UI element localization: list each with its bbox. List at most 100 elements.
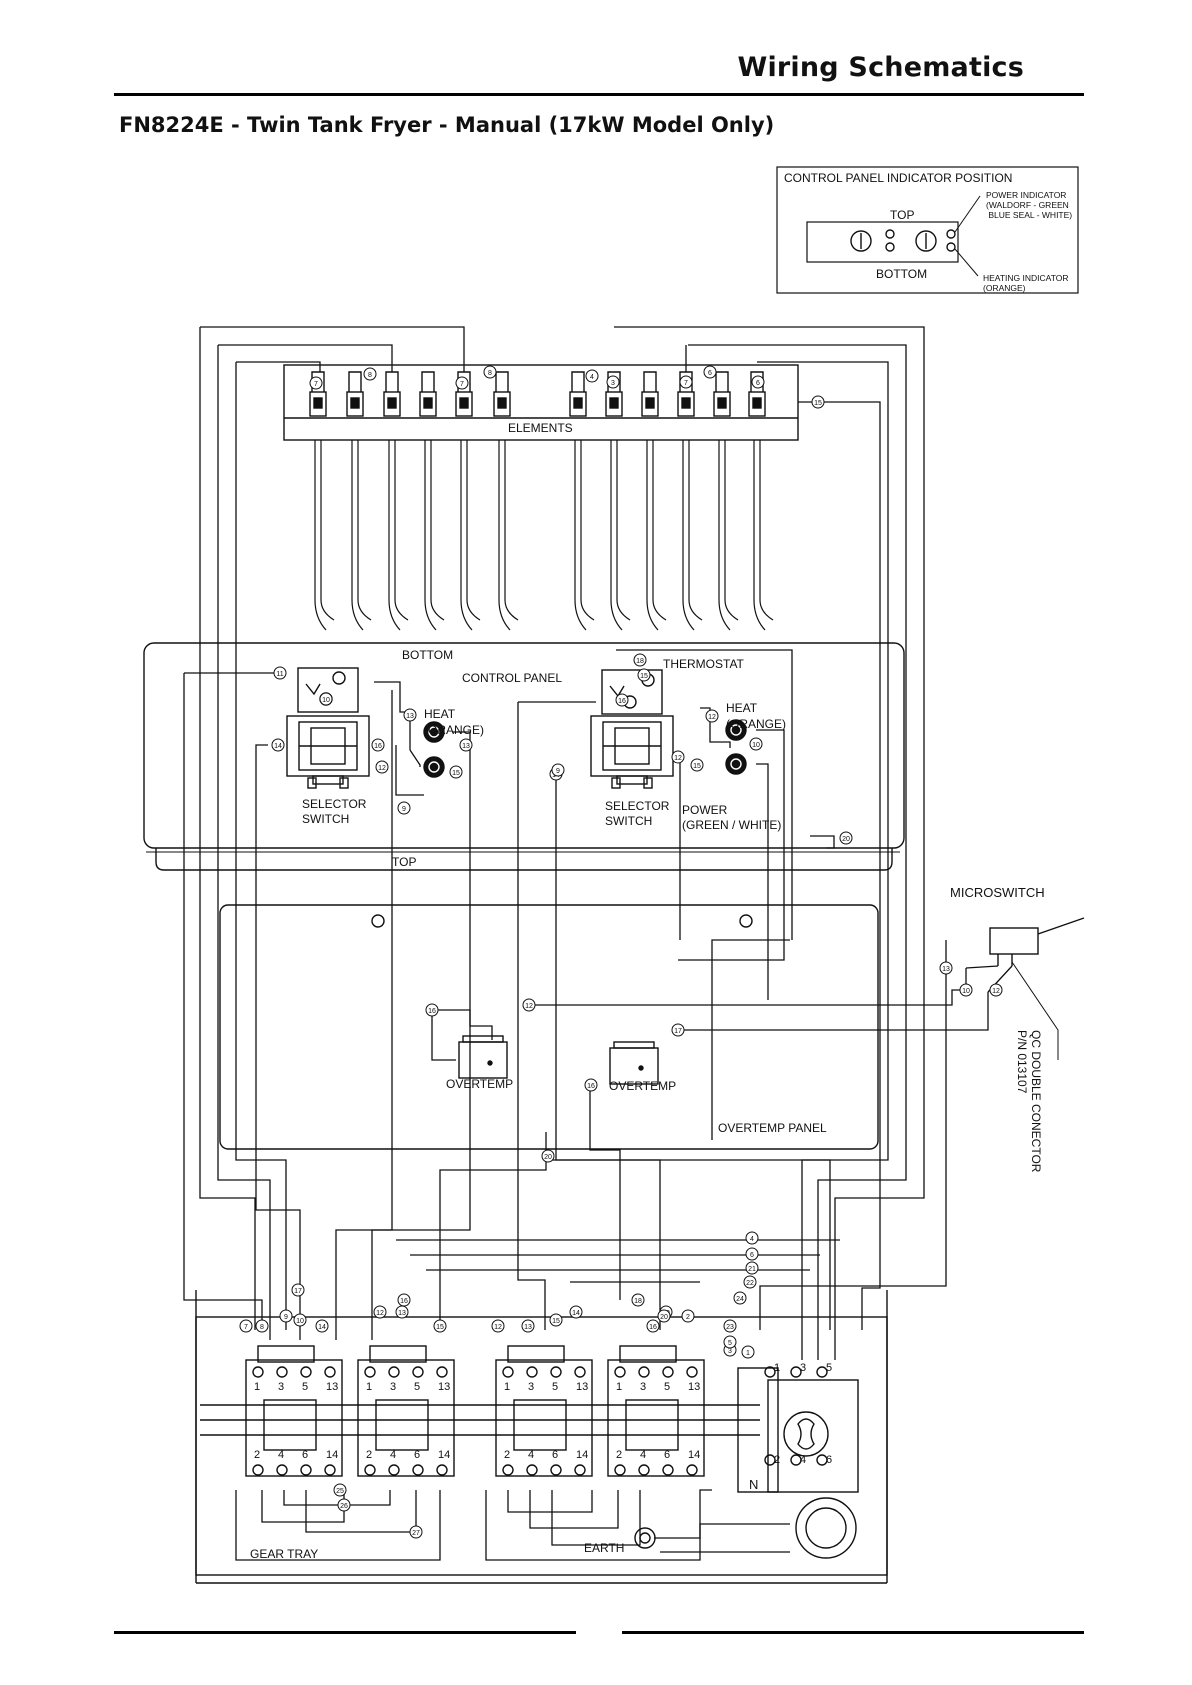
terminal-screw-icon <box>790 1454 802 1466</box>
contactor-bottom-terminal-label: 14 <box>576 1449 588 1461</box>
element-cable <box>351 440 364 631</box>
svg-text:14: 14 <box>318 1324 326 1331</box>
contactor-bottom-terminal-label: 6 <box>302 1449 308 1461</box>
contactor-top-terminal-label: 13 <box>688 1381 700 1393</box>
terminal-screw-icon <box>816 1366 828 1378</box>
wire-number-marker: 13 <box>521 1319 535 1333</box>
element-terminal <box>419 391 437 417</box>
contactor-bottom-terminal-label: 2 <box>366 1449 372 1461</box>
svg-text:20: 20 <box>842 836 850 843</box>
overtemp-right-label: OVERTEMP <box>609 1079 676 1093</box>
wire-number-marker: 20 <box>839 831 853 845</box>
power-lamp-icon <box>725 753 747 775</box>
svg-text:13: 13 <box>524 1324 532 1331</box>
contactor-bottom-terminal-label: 14 <box>326 1449 338 1461</box>
wire-number-marker: 15 <box>811 395 825 409</box>
document-title: FN8224E - Twin Tank Fryer - Manual (17kW… <box>119 113 775 137</box>
element-cable <box>616 440 631 621</box>
svg-text:16: 16 <box>618 698 626 705</box>
terminal-screw-icon <box>686 1366 698 1378</box>
isolator-top-terminal-label: 5 <box>826 1362 832 1374</box>
wire-number-marker: 15 <box>549 1313 563 1327</box>
contactor-bottom-terminal-label: 6 <box>414 1449 420 1461</box>
element-cable <box>724 440 739 621</box>
svg-text:12: 12 <box>674 755 682 762</box>
knob-icon <box>850 230 872 252</box>
contactor-top-terminal-label: 3 <box>278 1381 284 1393</box>
header-rule <box>114 93 1084 96</box>
wire-number-marker: 8 <box>483 365 497 379</box>
svg-text:12: 12 <box>992 988 1000 995</box>
element-terminal <box>677 391 695 417</box>
element-terminal-screw <box>573 397 583 409</box>
element-cable <box>718 440 731 631</box>
svg-text:3: 3 <box>728 1348 732 1355</box>
svg-text:26: 26 <box>340 1503 348 1510</box>
terminal-screw-icon <box>252 1464 264 1476</box>
terminal-screw-icon <box>324 1464 336 1476</box>
power-line-2: (GREEN / WHITE) <box>682 818 781 832</box>
terminal-screw-icon <box>662 1464 674 1476</box>
wire-number-marker: 16 <box>646 1319 660 1333</box>
svg-text:15: 15 <box>640 673 648 680</box>
power-indicator-line-1: POWER INDICATOR <box>986 190 1066 200</box>
wire-number-marker: 6 <box>703 365 717 379</box>
right-switch-line-2: SWITCH <box>605 814 652 828</box>
wire-number-marker: 16 <box>425 1003 439 1017</box>
terminal-screw-icon <box>686 1464 698 1476</box>
svg-text:27: 27 <box>412 1530 420 1537</box>
svg-text:15: 15 <box>693 763 701 770</box>
indicator-box-heading: CONTROL PANEL INDICATOR POSITION <box>784 171 1012 185</box>
contactor-bottom-terminal-label: 2 <box>254 1449 260 1461</box>
heat-lamp-icon <box>725 719 747 741</box>
contactor-top-terminal-label: 13 <box>326 1381 338 1393</box>
contactor-top-terminal-label: 3 <box>640 1381 646 1393</box>
power-indicator-line-3: BLUE SEAL - WHITE) <box>986 210 1072 220</box>
thermostat-top <box>601 669 663 715</box>
wire-number-marker: 8 <box>363 367 377 381</box>
power-line-1: POWER <box>682 803 728 817</box>
element-terminal-lead <box>643 371 657 392</box>
heating-indicator-line-1: HEATING INDICATOR <box>983 273 1068 283</box>
svg-text:18: 18 <box>636 658 644 665</box>
svg-text:12: 12 <box>376 1310 384 1317</box>
contactor-bottom-terminal-label: 2 <box>504 1449 510 1461</box>
element-cable <box>357 440 372 621</box>
svg-text:15: 15 <box>814 400 822 407</box>
terminal-screw-icon <box>300 1366 312 1378</box>
terminal-screw-icon <box>412 1464 424 1476</box>
element-terminal-screw <box>350 397 360 409</box>
terminal-screw-icon <box>550 1464 562 1476</box>
contactor <box>495 1345 593 1477</box>
element-terminal <box>309 391 327 417</box>
wire-number-marker: 10 <box>749 737 763 751</box>
left-switch-line-1: SELECTOR <box>302 797 367 811</box>
terminal-screw-icon <box>816 1454 828 1466</box>
wire-number-marker: 10 <box>293 1313 307 1327</box>
left-heat-line-2: (ORANGE) <box>424 723 484 737</box>
element-terminal <box>383 391 401 417</box>
svg-text:16: 16 <box>587 1083 595 1090</box>
element-terminal-lead <box>421 371 435 392</box>
isolator-switch <box>737 1367 859 1493</box>
element-terminal <box>493 391 511 417</box>
isolator-bottom-terminal-label: 2 <box>774 1454 780 1466</box>
wire-number-marker: 9 <box>551 763 565 777</box>
svg-text:13: 13 <box>398 1310 406 1317</box>
element-terminal-screw <box>313 397 323 409</box>
svg-text:7: 7 <box>244 1324 248 1331</box>
contactor <box>357 1345 455 1477</box>
microswitch <box>989 917 1085 1060</box>
right-switch-line-1: SELECTOR <box>605 799 670 813</box>
svg-text:8: 8 <box>260 1324 264 1331</box>
contactor-top-terminal-label: 13 <box>576 1381 588 1393</box>
indicator-lamp-icon <box>946 229 956 239</box>
svg-text:10: 10 <box>962 988 970 995</box>
contactor-top-terminal-label: 3 <box>528 1381 534 1393</box>
terminal-screw-icon <box>300 1464 312 1476</box>
svg-text:14: 14 <box>274 743 282 750</box>
contactor-top-terminal-label: 1 <box>504 1381 510 1393</box>
svg-text:16: 16 <box>400 1298 408 1305</box>
wire-number-marker: 12 <box>375 760 389 774</box>
wire-number-marker: 5 <box>723 1335 737 1349</box>
